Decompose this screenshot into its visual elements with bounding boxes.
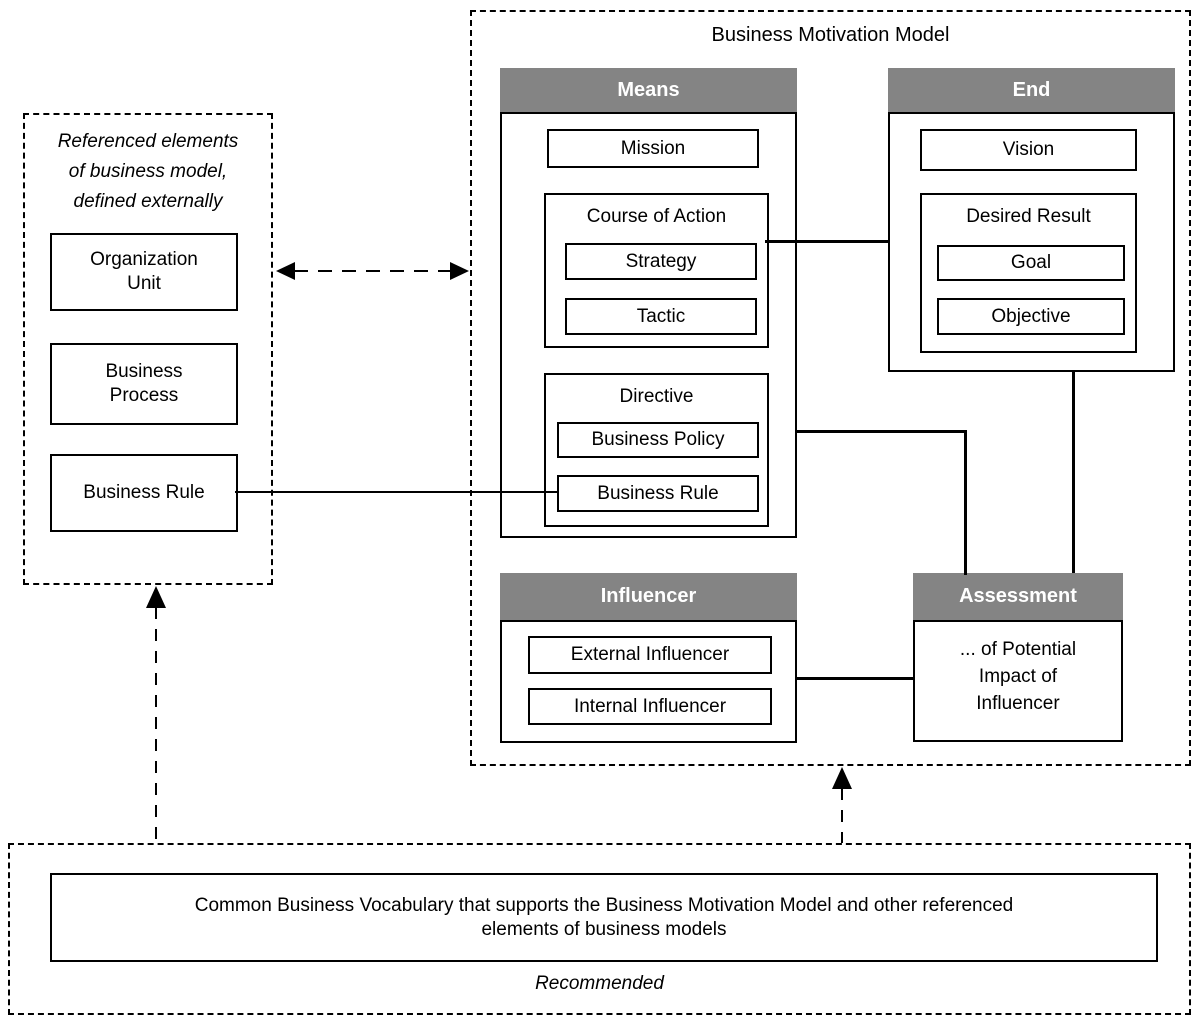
end-header: End [888,68,1175,112]
business-policy-box: Business Policy [557,422,759,458]
external-influencer-box: External Influencer [528,636,772,674]
dashed-link-vocabulary-to-referenced [155,607,157,843]
bmm-boundary-box: Business Motivation Model [470,10,1191,766]
dashed-link-referenced-bmm [294,270,452,272]
connector-directive-to-assessment-vertical [964,430,967,575]
dashed-link-vocabulary-to-bmm [841,788,843,843]
influencer-body: External Influencer Internal Influencer [500,620,797,743]
vision-box: Vision [920,129,1137,171]
course-of-action-box: Course of Action Strategy Tactic [544,193,769,348]
bmm-title: Business Motivation Model [711,24,950,46]
directive-label: Directive [619,386,694,407]
vocabulary-box: Common Business Vocabulary that supports… [8,843,1191,1015]
connector-end-to-assessment [1072,372,1075,573]
influencer-header: Influencer [500,573,797,620]
vocabulary-text-box: Common Business Vocabulary that supports… [50,873,1158,962]
objective-box: Objective [937,298,1125,335]
means-section: Means Mission Course of Action Strategy … [500,68,797,538]
means-header: Means [500,68,797,112]
end-body: Vision Desired Result Goal Objective [888,112,1175,372]
connector-course-of-action-to-end [765,240,888,243]
tactic-box: Tactic [565,298,757,335]
business-process-box: Business Process [50,343,238,425]
assessment-section: Assessment ... of Potential Impact of In… [913,573,1123,742]
assessment-body: ... of Potential Impact of Influencer [913,620,1123,742]
goal-box: Goal [937,245,1125,281]
arrowhead-up-right-icon [832,767,852,789]
influencer-section: Influencer External Influencer Internal … [500,573,797,743]
recommended-label: Recommended [535,973,664,994]
arrowhead-left-icon [276,262,295,280]
referenced-elements-title: Referenced elements of business model, d… [57,131,239,212]
referenced-elements-box: Referenced elements of business model, d… [23,113,273,585]
connector-business-rule-to-business-rule [235,491,557,493]
internal-influencer-box: Internal Influencer [528,688,772,725]
directive-box: Directive Business Policy Business Rule [544,373,769,527]
directive-business-rule-box: Business Rule [557,475,759,512]
referenced-business-rule-box: Business Rule [50,454,238,532]
connector-influencer-to-assessment [795,677,913,680]
strategy-box: Strategy [565,243,757,280]
course-of-action-label: Course of Action [586,206,727,227]
arrowhead-right-icon [450,262,469,280]
organization-unit-box: Organization Unit [50,233,238,311]
desired-result-box: Desired Result Goal Objective [920,193,1137,353]
arrowhead-up-left-icon [146,586,166,608]
assessment-header: Assessment [913,573,1123,620]
end-section: End Vision Desired Result Goal Objective [888,68,1175,372]
desired-result-label: Desired Result [966,206,1091,227]
mission-box: Mission [547,129,759,168]
means-body: Mission Course of Action Strategy Tactic… [500,112,797,538]
assessment-text: ... of Potential Impact of Influencer [959,639,1077,714]
connector-directive-to-assessment-horizontal [795,430,967,433]
